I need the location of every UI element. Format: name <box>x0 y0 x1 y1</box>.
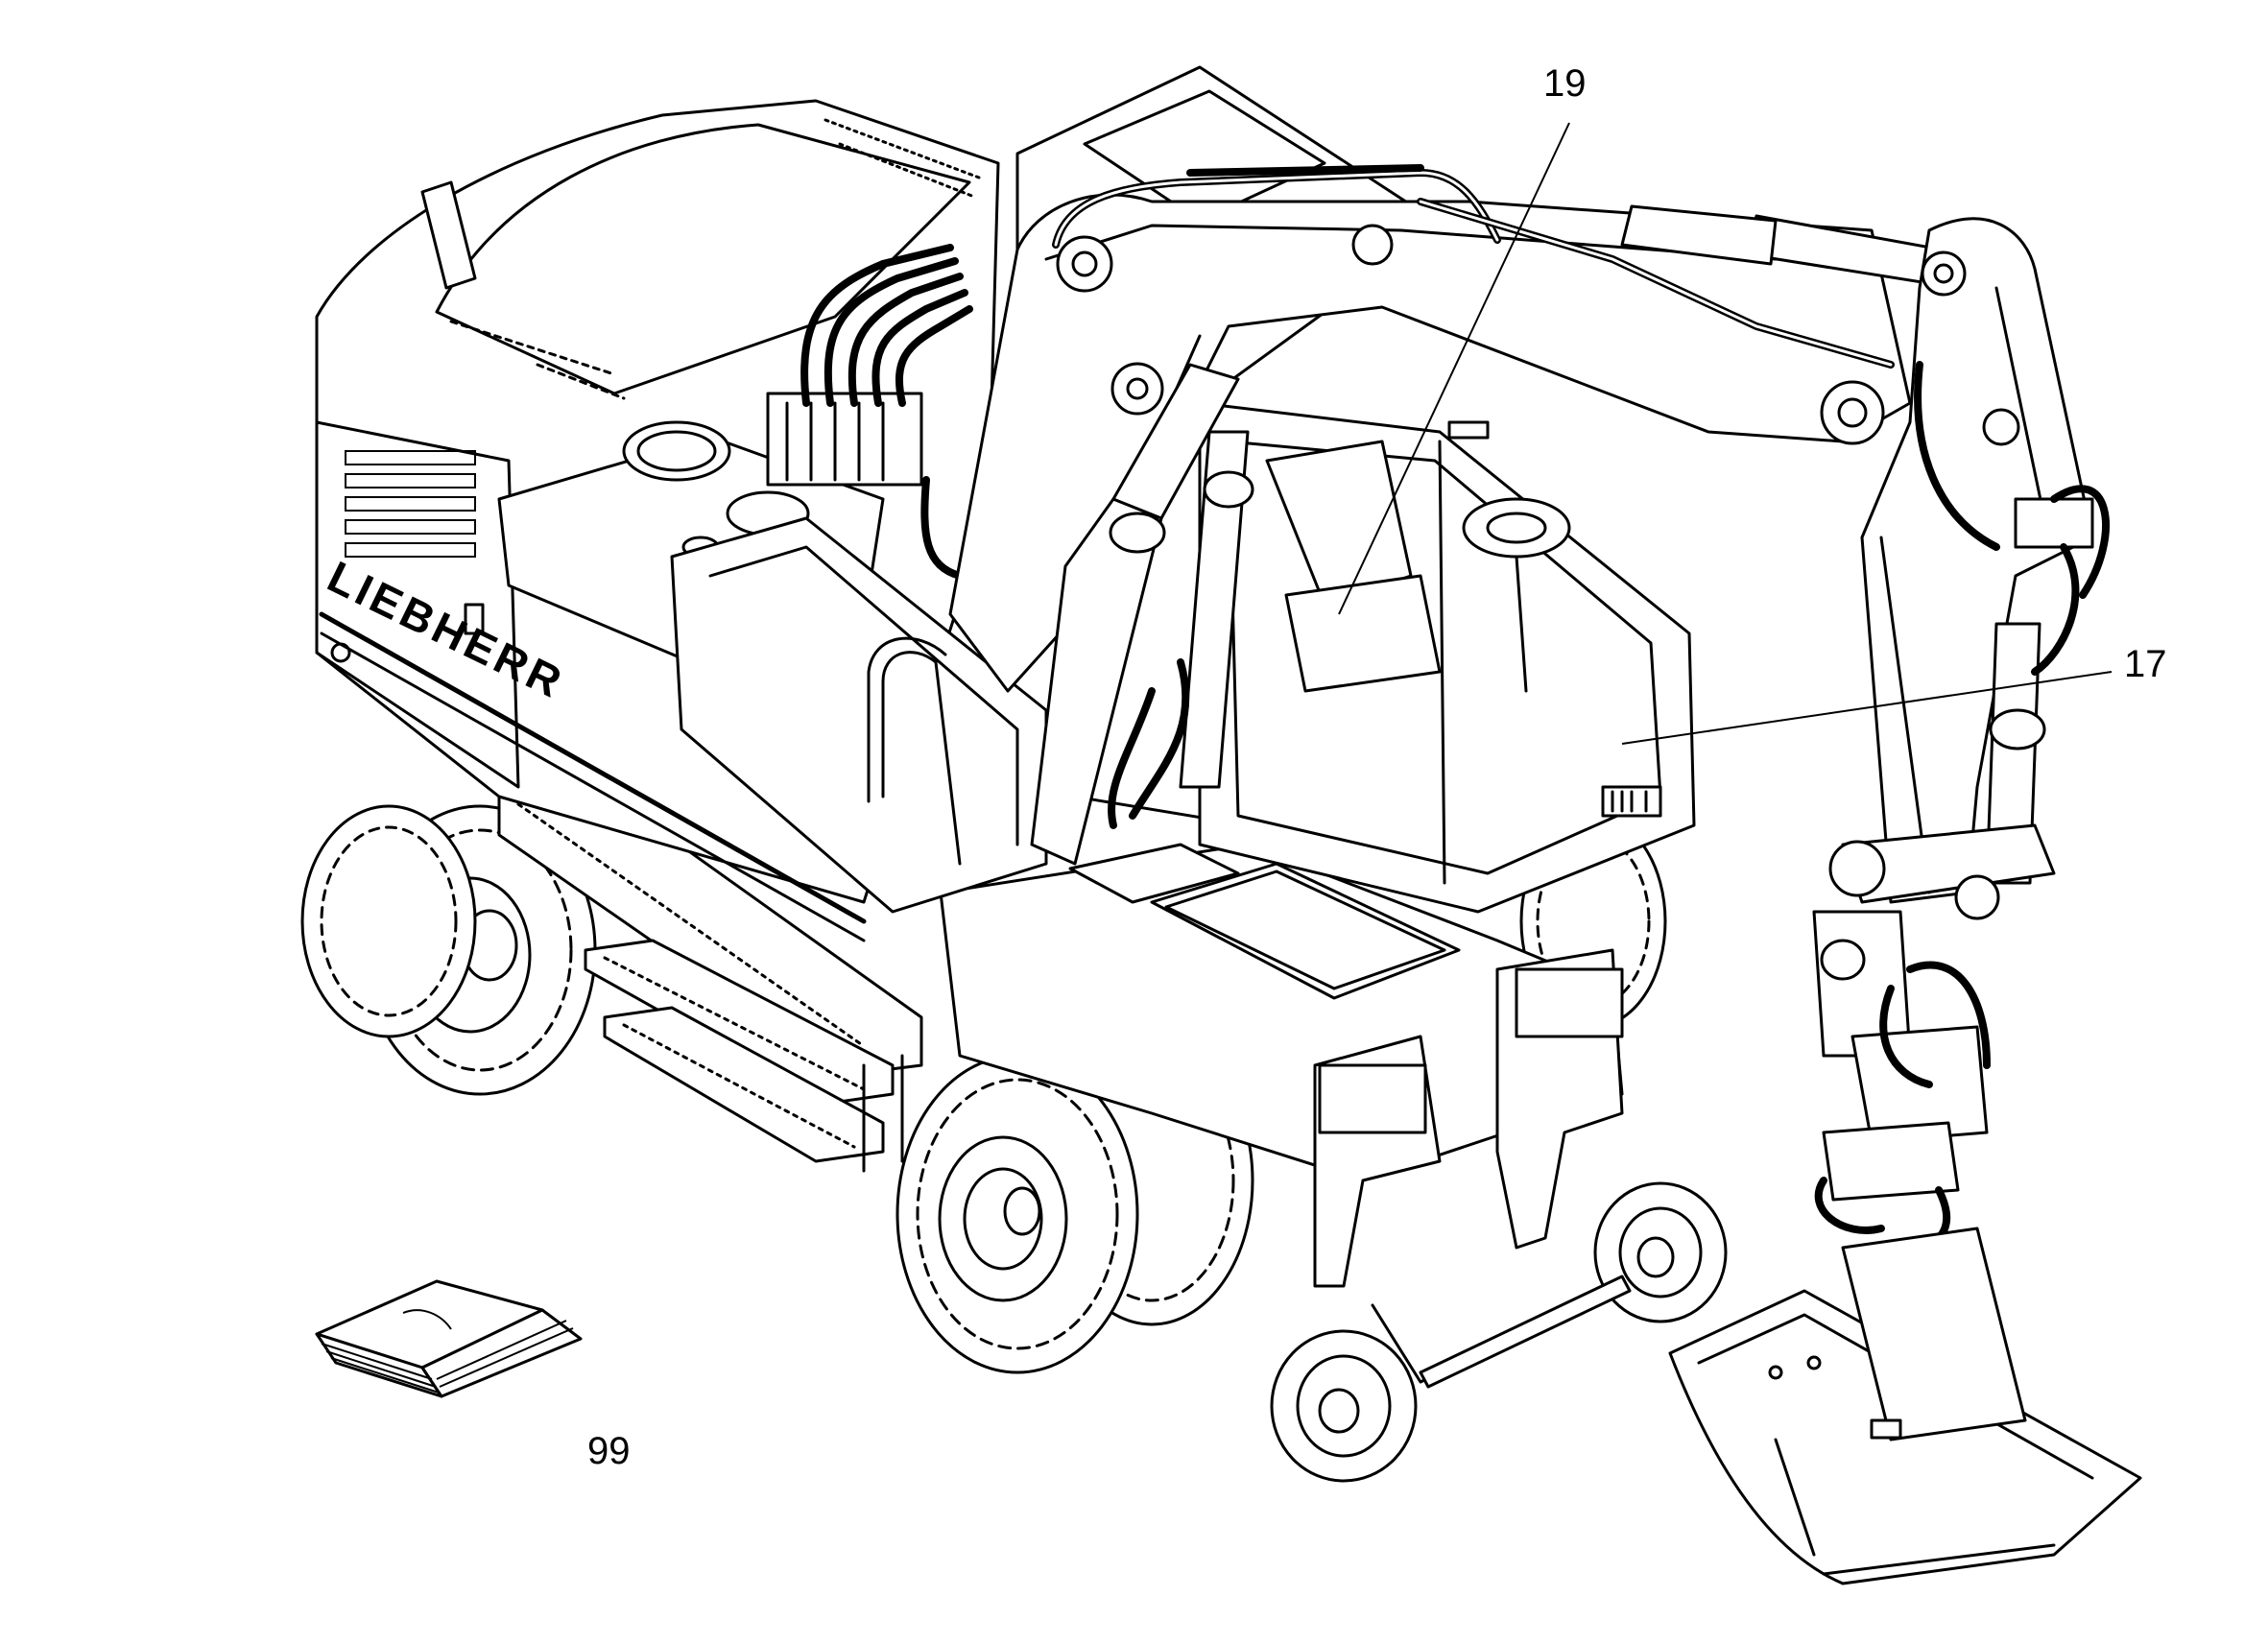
boom-cylinders <box>1030 363 1254 866</box>
operator-cab <box>1198 401 1696 914</box>
manual-book-icon <box>315 1279 583 1398</box>
stick-arm <box>1860 217 2110 904</box>
access-steps <box>497 775 923 1173</box>
rear-louvre <box>345 450 476 558</box>
quick-coupler <box>1812 823 2056 1251</box>
leader-line-17 <box>1621 671 2113 745</box>
callout-17: 17 <box>2124 643 2167 685</box>
rear-wheels <box>300 804 597 1096</box>
callout-19: 19 <box>1543 62 1587 105</box>
rail-gear <box>1270 948 1728 1483</box>
leader-line-19 <box>1338 122 1570 615</box>
service-area <box>497 392 1048 914</box>
bucket <box>1668 1227 2142 1585</box>
boom <box>948 164 1970 693</box>
callout-99: 99 <box>587 1430 631 1472</box>
